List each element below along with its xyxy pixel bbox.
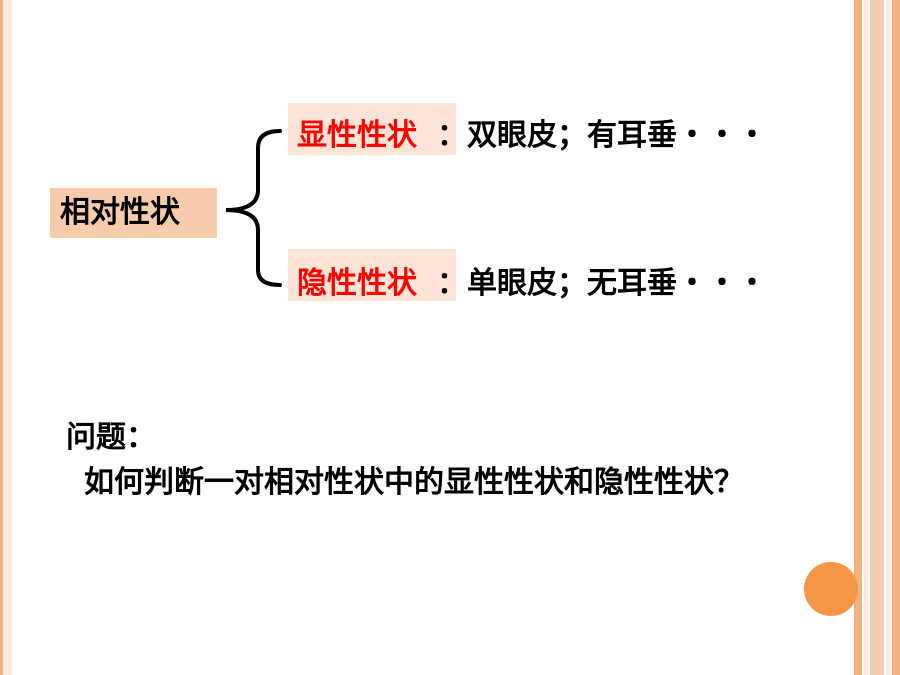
relative-trait-box: 相对性状 bbox=[50, 188, 217, 238]
slide-frame-left bbox=[0, 0, 12, 675]
dominant-trait-box bbox=[288, 103, 456, 155]
recessive-trait-label: 隐性性状 bbox=[297, 266, 417, 301]
recessive-trait-description: 单眼皮；无耳垂・・・ bbox=[467, 266, 767, 301]
slide-frame-right bbox=[854, 0, 900, 675]
dominant-trait-label: 显性性状 bbox=[297, 118, 417, 153]
recessive-trait-box bbox=[288, 249, 456, 301]
dominant-trait-colon: ： bbox=[437, 118, 467, 153]
question-text: 如何判断一对相对性状中的显性性状和隐性性状？ bbox=[84, 465, 744, 500]
decorative-orange-circle bbox=[804, 562, 858, 616]
recessive-trait-colon: ： bbox=[437, 266, 467, 301]
question-title: 问题： bbox=[66, 420, 156, 455]
brace-connector bbox=[225, 129, 282, 287]
dominant-trait-description: 双眼皮；有耳垂・・・ bbox=[467, 118, 767, 153]
relative-trait-label: 相对性状 bbox=[60, 195, 180, 230]
